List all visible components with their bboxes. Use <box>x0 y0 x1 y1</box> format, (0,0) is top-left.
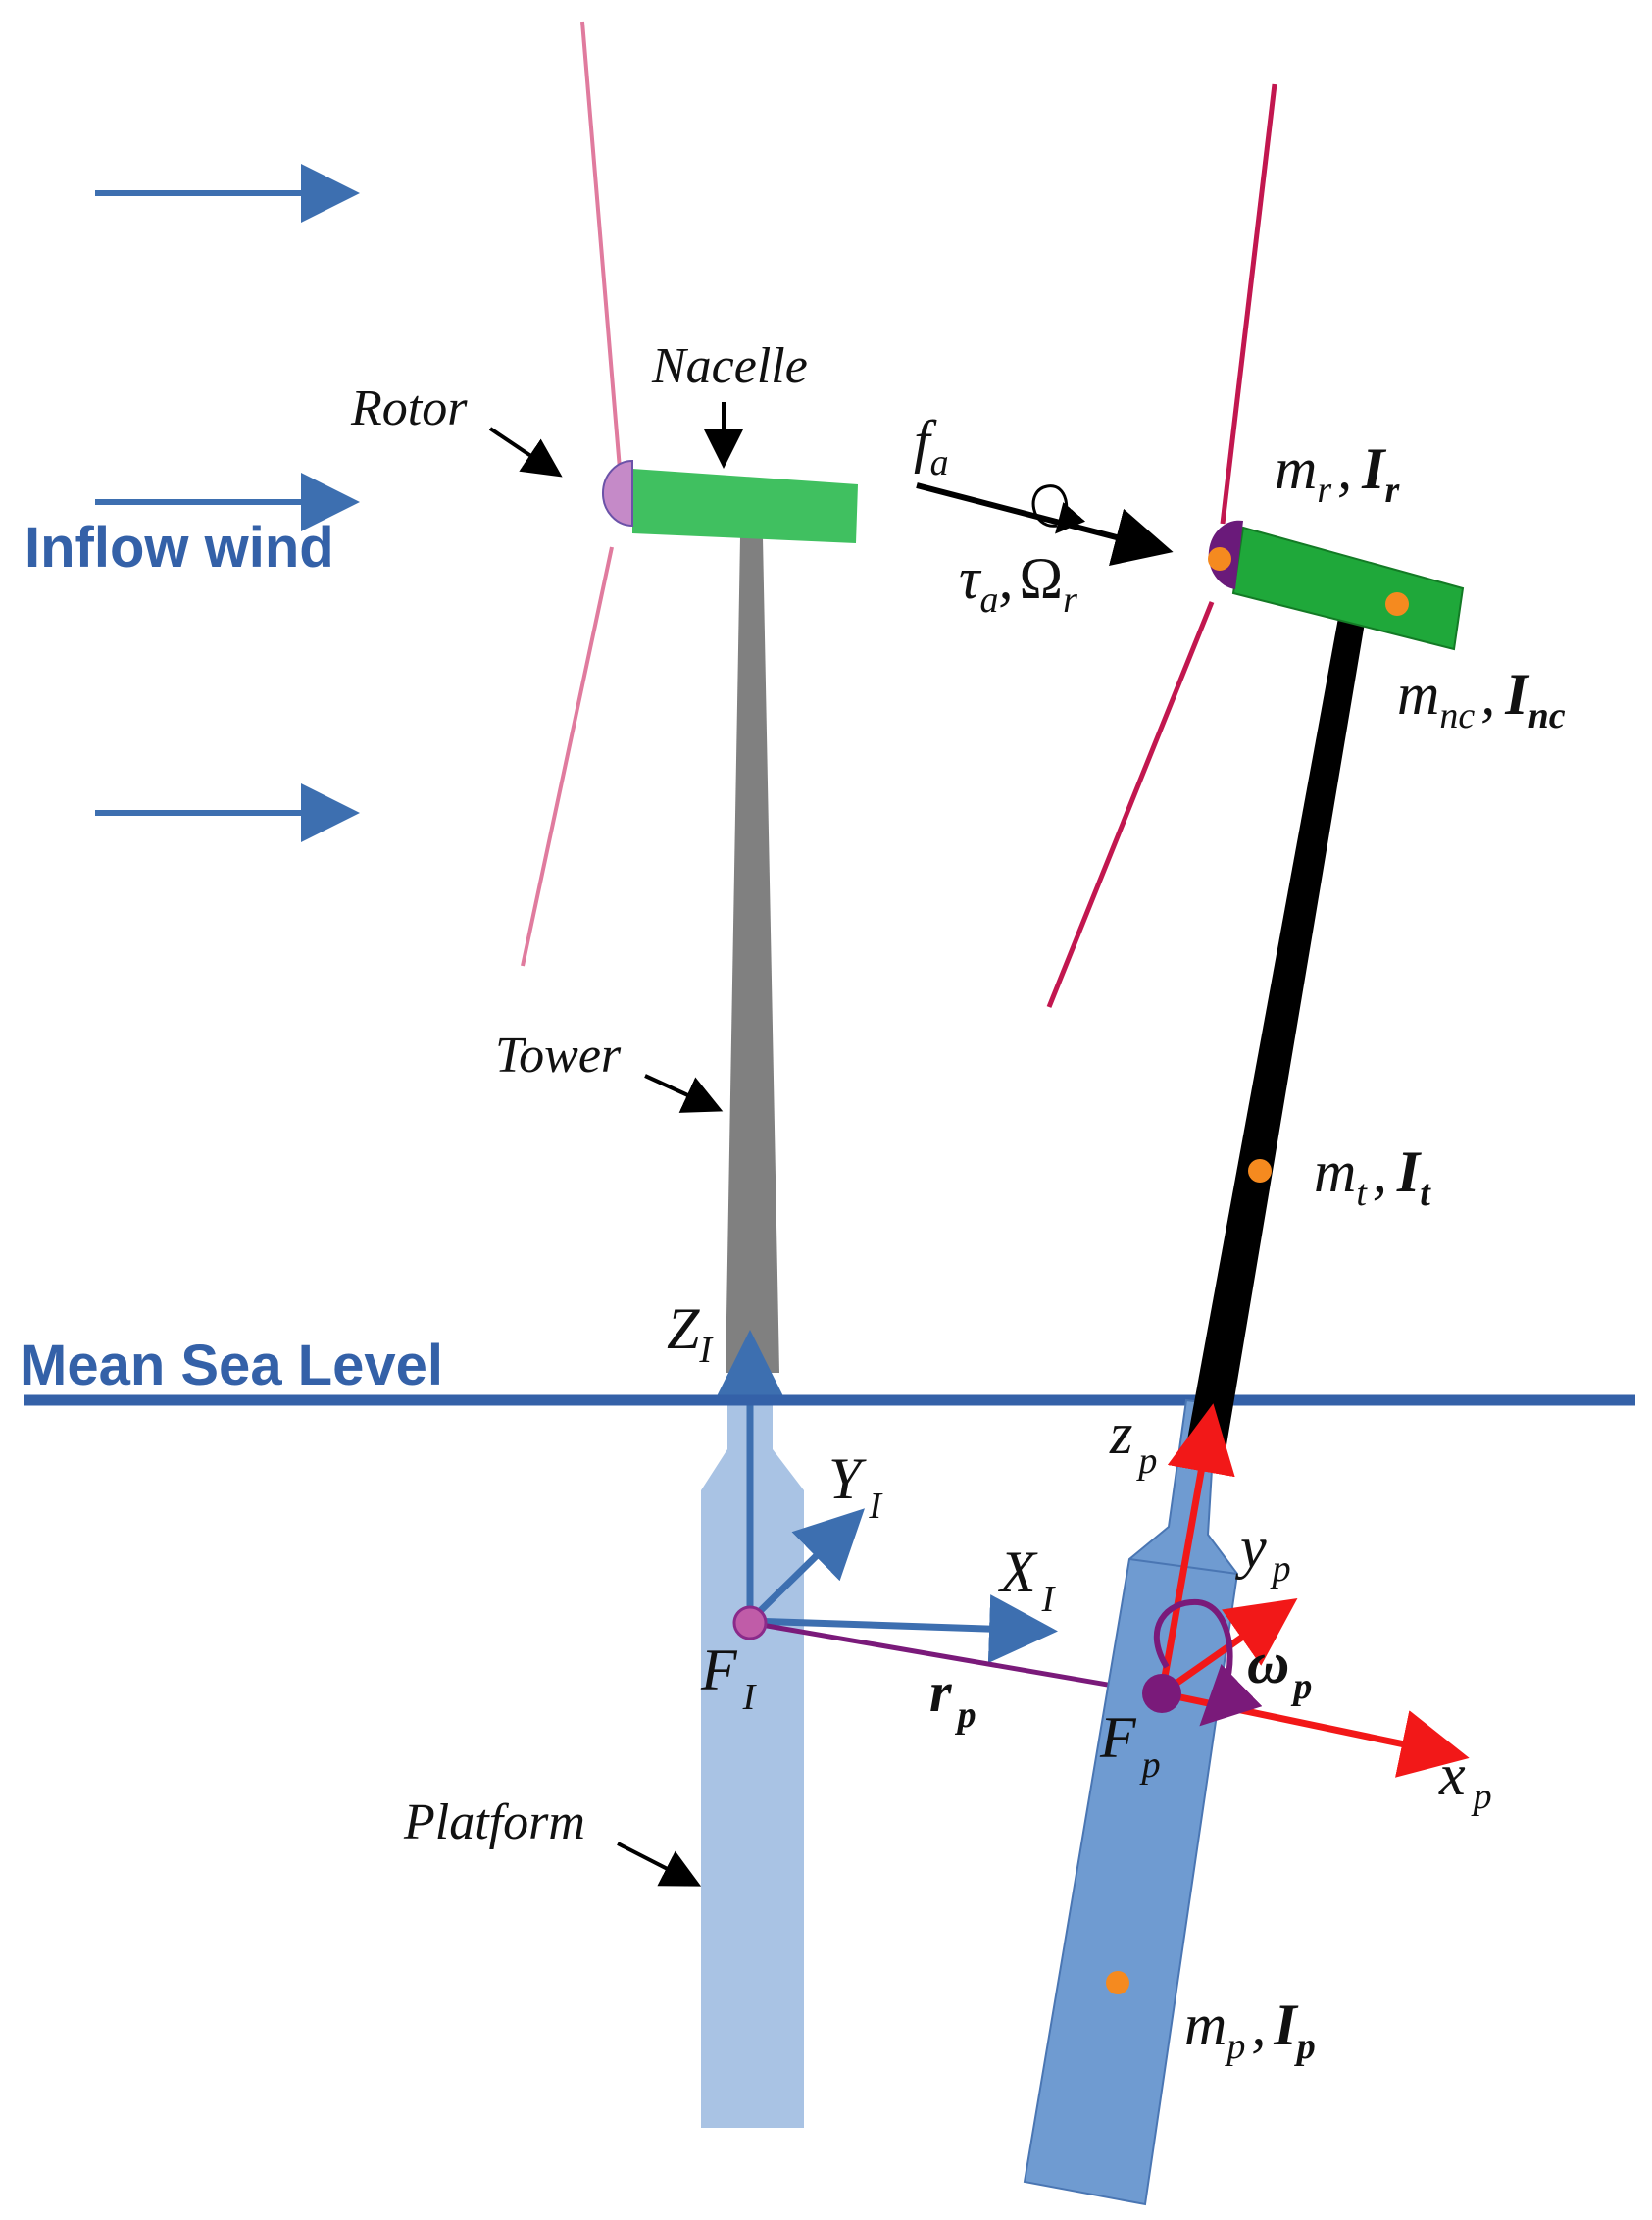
mt-It-label: mt,It <box>1314 1139 1431 1214</box>
omega-p-rotation-icon <box>1153 1598 1263 1727</box>
yp-axis <box>1159 1597 1298 1696</box>
mnc-Inc-label: mnc,Inc <box>1397 662 1566 736</box>
YI-axis <box>747 1508 865 1624</box>
left-blade-lower <box>521 546 614 967</box>
mp-Ip-label: mp,Ip <box>1184 1993 1316 2067</box>
mr-Ir-label: mr,Ir <box>1275 436 1401 511</box>
inertial-frame <box>716 1330 1157 1709</box>
mean-sea-level-label: Mean Sea Level <box>20 1334 443 1397</box>
left-blade-upper <box>580 21 622 470</box>
zp-axis <box>1158 1403 1235 1694</box>
fa-label: fa <box>914 409 949 483</box>
rp-vector <box>749 1620 1157 1709</box>
inflow-wind-arrows <box>95 164 360 842</box>
platform-pointer <box>617 1842 702 1887</box>
right-blade-upper <box>1220 83 1277 525</box>
fa-force-arrow <box>916 482 1174 566</box>
left-rotor-hub <box>602 459 633 528</box>
inflow-wind-label: Inflow wind <box>25 516 334 580</box>
right-blade-lower <box>1046 601 1215 1008</box>
tower-label: Tower <box>495 1028 622 1084</box>
right-platform <box>1023 1398 1239 2206</box>
right-tower <box>1186 618 1365 1451</box>
left-turbine <box>521 21 858 2128</box>
nacelle-label: Nacelle <box>651 338 808 394</box>
body-frame <box>1142 1403 1470 1778</box>
rotor-cog-marker <box>1208 547 1231 571</box>
tower-cog-marker <box>1248 1159 1272 1183</box>
left-nacelle <box>632 469 858 543</box>
torque-rotation-icon <box>1031 484 1086 534</box>
left-tower <box>726 537 779 1373</box>
FI-point <box>732 1605 768 1640</box>
tau-omega-label: τa,Ωr <box>959 546 1077 621</box>
rotor-label: Rotor <box>350 380 468 436</box>
Fp-point <box>1142 1674 1181 1713</box>
platform-cog-marker <box>1106 1971 1129 1994</box>
left-platform <box>701 1402 804 2128</box>
ZI-label: ZI <box>667 1296 714 1371</box>
XI-axis <box>749 1594 1058 1664</box>
tower-pointer <box>644 1074 724 1113</box>
rotor-pointer <box>488 427 563 478</box>
platform-label: Platform <box>403 1794 585 1850</box>
nacelle-cog-marker <box>1385 592 1409 616</box>
